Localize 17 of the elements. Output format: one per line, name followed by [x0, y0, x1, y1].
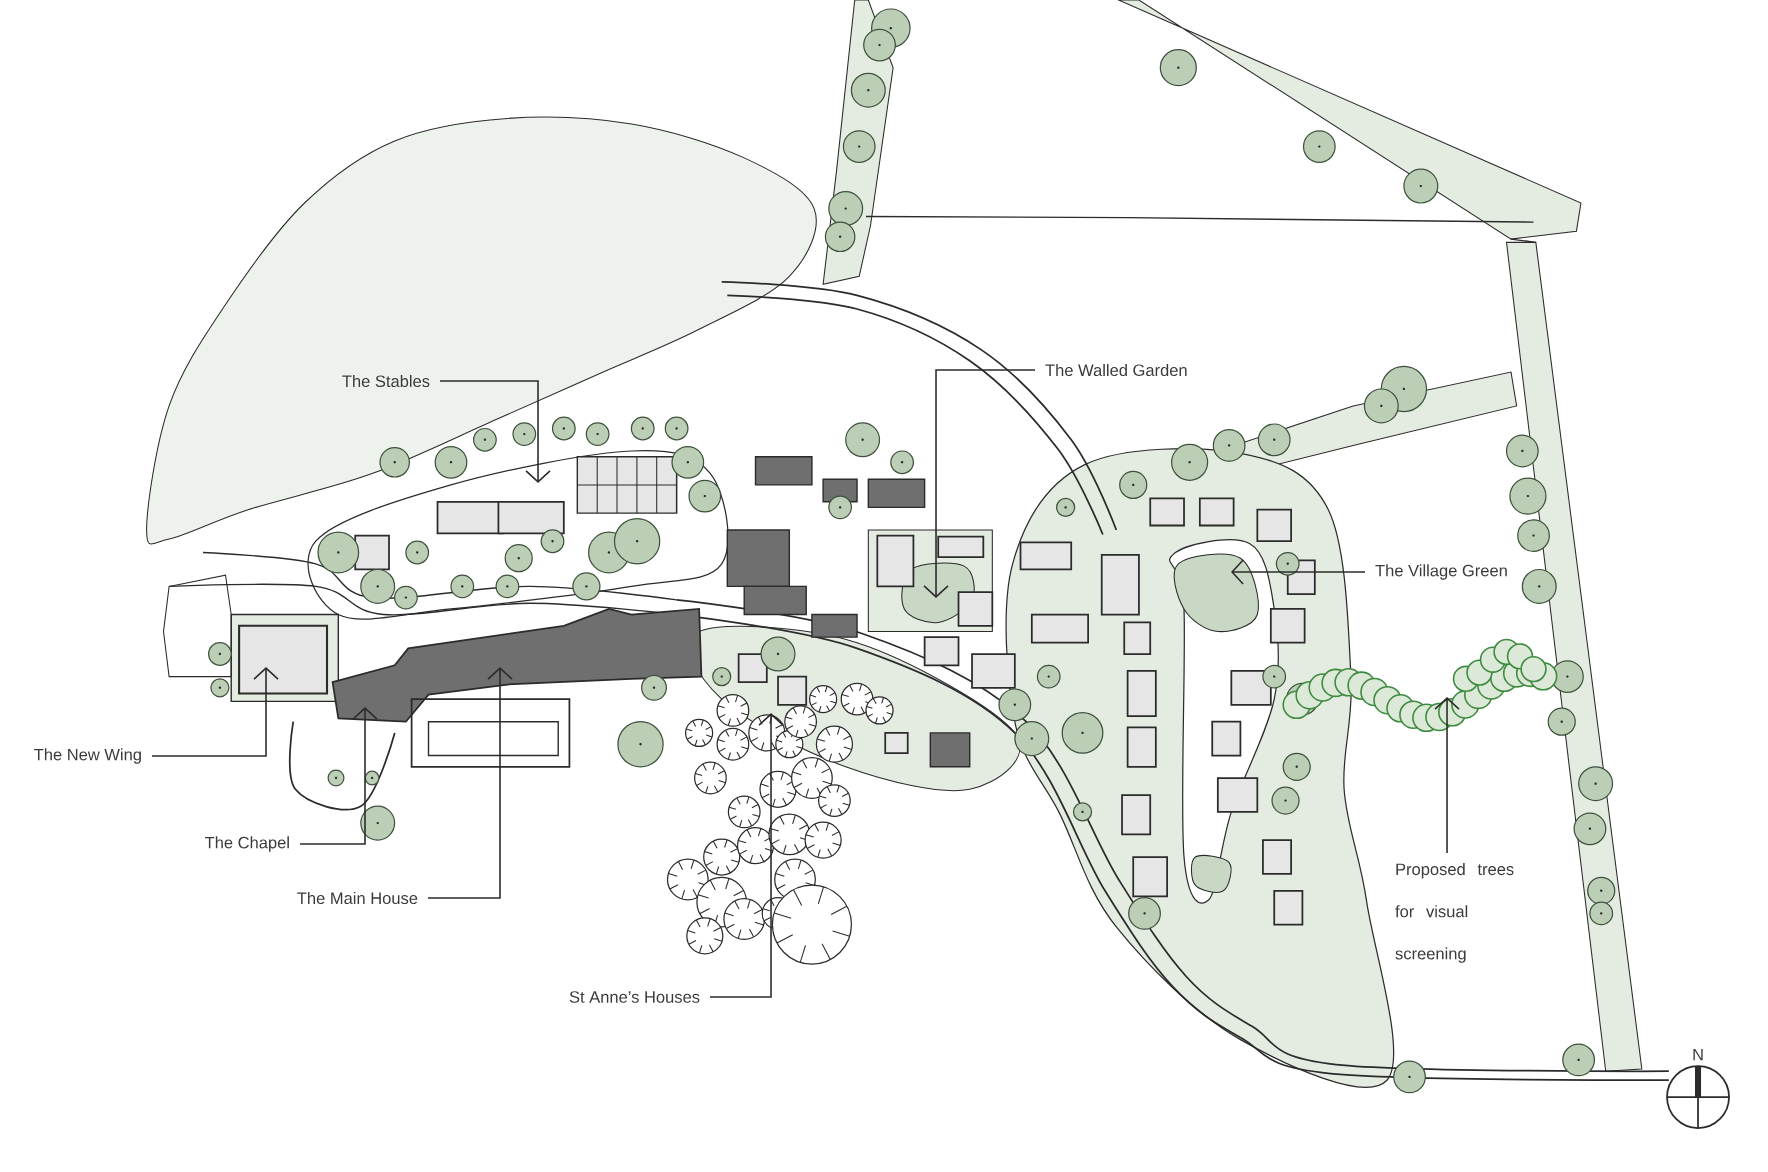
place-label: The Chapel: [205, 836, 289, 852]
place-label: The Stables: [342, 374, 430, 388]
place-label: The Main House: [297, 891, 418, 905]
north-label: N: [1693, 1048, 1703, 1061]
leader-line: [299, 707, 378, 845]
leader-line: [439, 380, 551, 483]
place-label: The New Wing: [34, 748, 141, 764]
place-label: Proposed trees for visual screening: [1395, 863, 1514, 963]
leader-line: [709, 713, 784, 998]
leader-line: [427, 667, 513, 899]
leader-line: [1434, 697, 1460, 854]
place-label: The Village Green: [1375, 564, 1507, 580]
place-label: The Walled Garden: [1045, 363, 1187, 377]
place-label: St Anne’s Houses: [569, 991, 700, 1003]
leader-line: [151, 667, 279, 757]
leader-line: [1231, 559, 1366, 585]
leader-line: [923, 369, 1036, 598]
